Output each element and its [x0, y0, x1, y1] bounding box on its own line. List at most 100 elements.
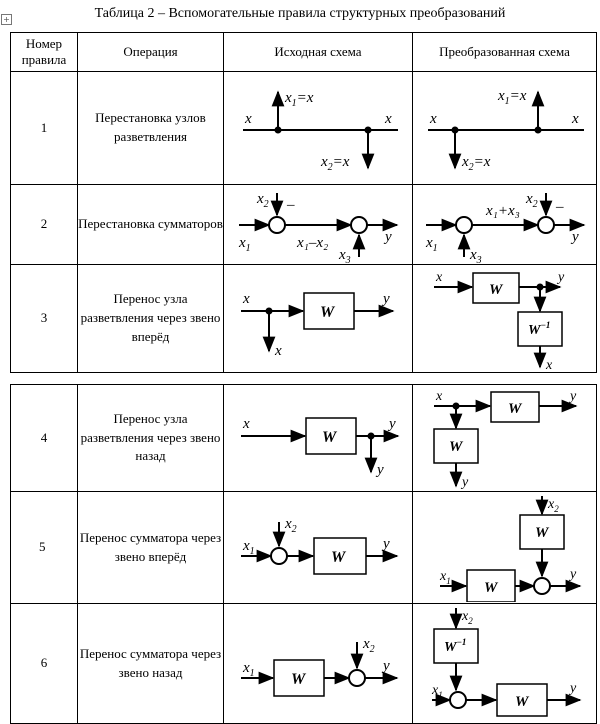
header-source-scheme: Исходная схема — [223, 32, 413, 72]
svg-text:W: W — [320, 304, 336, 321]
table-move-handle-icon[interactable]: + — [1, 14, 12, 25]
transformed-diagram-5: W W x2 x1 y — [412, 491, 597, 604]
svg-text:x: x — [384, 111, 392, 127]
table-row: 1 Перестановка узлов разветвления x x x1… — [10, 71, 597, 185]
rule-number: 4 — [10, 384, 78, 492]
svg-text:x: x — [571, 111, 579, 127]
transformed-diagram-4: W W x y y — [412, 384, 597, 492]
svg-text:W: W — [535, 525, 550, 541]
rules-table-part1: Номер правила Операция Исходная схема Пр… — [10, 32, 597, 373]
transformed-diagram-3: W W−1 x y x — [412, 264, 597, 373]
source-diagram-4: W y x y y — [223, 384, 413, 492]
svg-text:x1: x1 — [238, 235, 251, 254]
svg-text:y: y — [381, 658, 390, 674]
svg-text:y: y — [383, 229, 392, 245]
diagram-branch-backward-source: W y x y y — [241, 416, 400, 478]
rule-number: 1 — [10, 71, 78, 185]
svg-text:W: W — [508, 401, 523, 417]
source-diagram-6: W x1 x2 y — [223, 603, 413, 724]
svg-text:x: x — [242, 291, 250, 307]
svg-text:x: x — [244, 111, 252, 127]
svg-text:x2: x2 — [461, 609, 473, 626]
svg-text:x₁–x₂: x₁–x₂ — [296, 235, 328, 251]
diagram-branch-swap-source: x x x1=x x2=x — [243, 90, 398, 173]
diagram-summer-forward-result: W W x2 x1 y — [439, 495, 582, 602]
transformed-diagram-6: W−1 W x2 x1 y — [412, 603, 597, 724]
diagram-summer-forward-source: W x1 x2 y — [241, 516, 399, 575]
svg-text:W: W — [449, 439, 464, 455]
transformed-diagram-2: x1 x3 x₁+x₃ x2 – y — [412, 184, 597, 265]
source-diagram-5: W x1 x2 y — [223, 491, 413, 604]
rule-operation: Перенос узла разветвления через звено вп… — [77, 264, 224, 373]
table-row: 5 Перенос сумматора через звено вперёд W… — [10, 491, 597, 604]
svg-text:x2: x2 — [362, 636, 375, 655]
diagram-branch-swap-result: x x x1=x x2=x — [427, 88, 584, 173]
svg-text:x2: x2 — [284, 516, 297, 535]
svg-text:–: – — [555, 199, 564, 215]
svg-text:y: y — [556, 270, 565, 285]
rule-number: 5 — [10, 491, 78, 604]
svg-text:x: x — [274, 343, 282, 359]
rule-operation: Перестановка узлов разветвления — [77, 71, 224, 185]
svg-text:W: W — [322, 429, 338, 446]
svg-text:x1: x1 — [242, 660, 255, 679]
diagram-summer-swap-result: x1 x3 x₁+x₃ x2 – y — [425, 191, 586, 263]
svg-text:y: y — [381, 536, 390, 552]
svg-text:y: y — [570, 229, 579, 245]
svg-text:y: y — [568, 681, 577, 696]
svg-text:y: y — [568, 567, 577, 582]
svg-text:x1: x1 — [439, 569, 451, 586]
table-row: 6 Перенос сумматора через звено назад W … — [10, 603, 597, 724]
svg-text:x2: x2 — [525, 191, 538, 210]
rules-table-part2: 4 Перенос узла разветвления через звено … — [10, 384, 597, 724]
rule-number: 2 — [10, 184, 78, 265]
svg-text:x2: x2 — [547, 497, 559, 514]
svg-text:y: y — [381, 291, 390, 307]
diagram-summer-swap-source: x2 – x1 x₁–x₂ x3 y — [238, 191, 399, 263]
transformed-diagram-1: x x x1=x x2=x — [412, 71, 597, 185]
table-caption: Таблица 2 – Вспомогательные правила стру… — [94, 6, 506, 21]
diagram-summer-backward-source: W x1 x2 y — [241, 636, 399, 697]
table-row: 3 Перенос узла разветвления через звено … — [10, 264, 597, 373]
svg-text:y: y — [387, 416, 396, 432]
svg-text:x: x — [242, 416, 250, 432]
svg-text:W: W — [515, 694, 530, 710]
svg-text:W: W — [484, 580, 499, 596]
svg-text:x: x — [435, 270, 443, 285]
svg-text:x3: x3 — [469, 247, 482, 263]
source-diagram-2: x2 – x1 x₁–x₂ x3 y — [223, 184, 413, 265]
svg-text:x2=x: x2=x — [320, 154, 350, 173]
table-row: 4 Перенос узла разветвления через звено … — [10, 384, 597, 492]
svg-text:x: x — [545, 358, 553, 371]
svg-text:y: y — [375, 462, 384, 478]
header-transformed-scheme: Преобразованная схема — [412, 32, 597, 72]
diagram-summer-backward-result: W−1 W x2 x1 y — [431, 607, 582, 717]
diagram-branch-forward-source: W x x y — [241, 291, 395, 359]
svg-text:x3: x3 — [338, 247, 351, 263]
svg-text:x₁+x₃: x₁+x₃ — [485, 203, 520, 219]
svg-text:y: y — [460, 475, 469, 490]
table-row: 2 Перестановка сумматоров x2 – x1 x₁–x₂ … — [10, 184, 597, 265]
source-diagram-3: W x x y — [223, 264, 413, 373]
rule-number: 3 — [10, 264, 78, 373]
svg-text:x2=x: x2=x — [461, 154, 491, 173]
table-header-row: Номер правила Операция Исходная схема Пр… — [10, 32, 597, 72]
svg-text:x1=x: x1=x — [497, 88, 527, 107]
svg-text:W: W — [489, 282, 504, 298]
svg-text:W: W — [331, 549, 347, 566]
svg-text:W: W — [291, 671, 307, 688]
diagram-branch-backward-result: W W x y y — [432, 389, 578, 490]
svg-text:x1=x: x1=x — [284, 90, 314, 109]
rule-operation: Перестановка сумматоров — [77, 184, 224, 265]
svg-text:x2: x2 — [256, 191, 269, 210]
svg-text:x1: x1 — [431, 683, 443, 700]
rule-operation: Перенос сумматора через звено вперёд — [77, 491, 224, 604]
header-rule-number: Номер правила — [10, 32, 78, 72]
svg-text:W−1: W−1 — [444, 637, 466, 655]
svg-text:W−1: W−1 — [528, 320, 550, 338]
svg-text:x: x — [435, 389, 443, 404]
rule-operation: Перенос узла разветвления через звено на… — [77, 384, 224, 492]
diagram-branch-forward-result: W W−1 x y x — [433, 270, 565, 371]
svg-text:–: – — [286, 197, 295, 213]
svg-text:y: y — [568, 389, 577, 404]
